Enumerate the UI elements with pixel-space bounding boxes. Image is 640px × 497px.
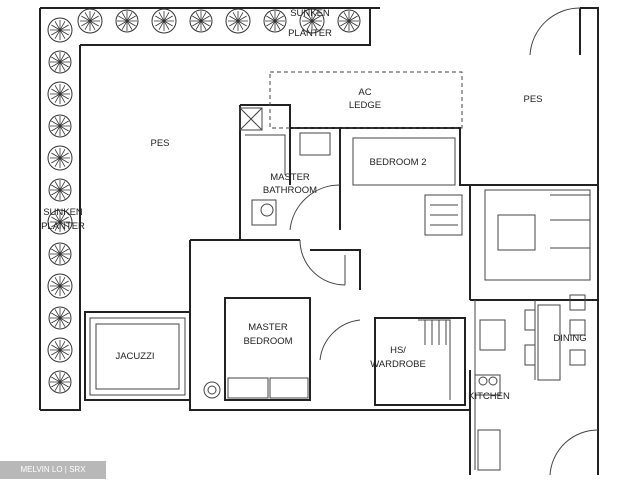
label-pes-left: PES — [150, 138, 169, 149]
label-hs-wardrobe: HS/ — [390, 345, 406, 356]
watermark: MELVIN LO | SRX PROPERTY — [0, 461, 106, 492]
plant-leaf — [51, 216, 69, 228]
label-sunken-planter-top: SUNKEN — [290, 8, 330, 19]
plant-leaf — [51, 88, 69, 100]
label-sunken-planter-top-2: PLANTER — [288, 28, 332, 39]
plant-leaf — [51, 312, 69, 324]
label-jacuzzi: JACUZZI — [115, 351, 154, 362]
label-master-bathroom: MASTER — [270, 172, 310, 183]
plant-leaf — [192, 15, 210, 27]
label-bedroom-2: BEDROOM 2 — [369, 157, 426, 168]
plant-leaf — [303, 15, 321, 27]
label-hs-wardrobe-2: WARDROBE — [370, 359, 426, 370]
plant-leaf — [51, 344, 69, 356]
label-sunken-planter-left: SUNKEN — [43, 207, 83, 218]
label-sunken-planter-left-2: PLANTER — [41, 221, 85, 232]
plant-leaf — [266, 15, 284, 27]
walls — [39, 7, 599, 476]
label-pes-right: PES — [523, 94, 542, 105]
room-labels: SUNKEN PLANTER SUNKEN PLANTER PES PES AC… — [41, 8, 587, 402]
plant-leaf — [51, 24, 69, 36]
label-ac-ledge-2: LEDGE — [349, 100, 381, 111]
label-ac-ledge: AC — [358, 87, 371, 98]
label-dining: DINING — [553, 333, 586, 344]
floor-plan: SUNKEN PLANTER SUNKEN PLANTER PES PES AC… — [39, 7, 599, 476]
label-kitchen: KITCHEN — [468, 391, 510, 402]
plant-leaf — [51, 56, 69, 68]
plant-leaf — [340, 15, 358, 27]
plant-leaf — [51, 184, 69, 196]
plant-leaf — [155, 15, 173, 27]
plant-leaf — [51, 376, 69, 388]
planter-top — [77, 8, 361, 34]
plant-leaf — [51, 248, 69, 260]
plant-leaf — [51, 120, 69, 132]
plant-leaf — [229, 15, 247, 27]
planter-left — [47, 17, 73, 394]
plant-leaf — [51, 152, 69, 164]
plant-leaf — [81, 15, 99, 27]
plant-leaf — [51, 280, 69, 292]
label-master-bedroom: MASTER — [248, 322, 288, 333]
label-master-bathroom-2: BATHROOM — [263, 185, 317, 196]
plant-leaf — [118, 15, 136, 27]
label-master-bedroom-2: BEDROOM — [243, 336, 292, 347]
